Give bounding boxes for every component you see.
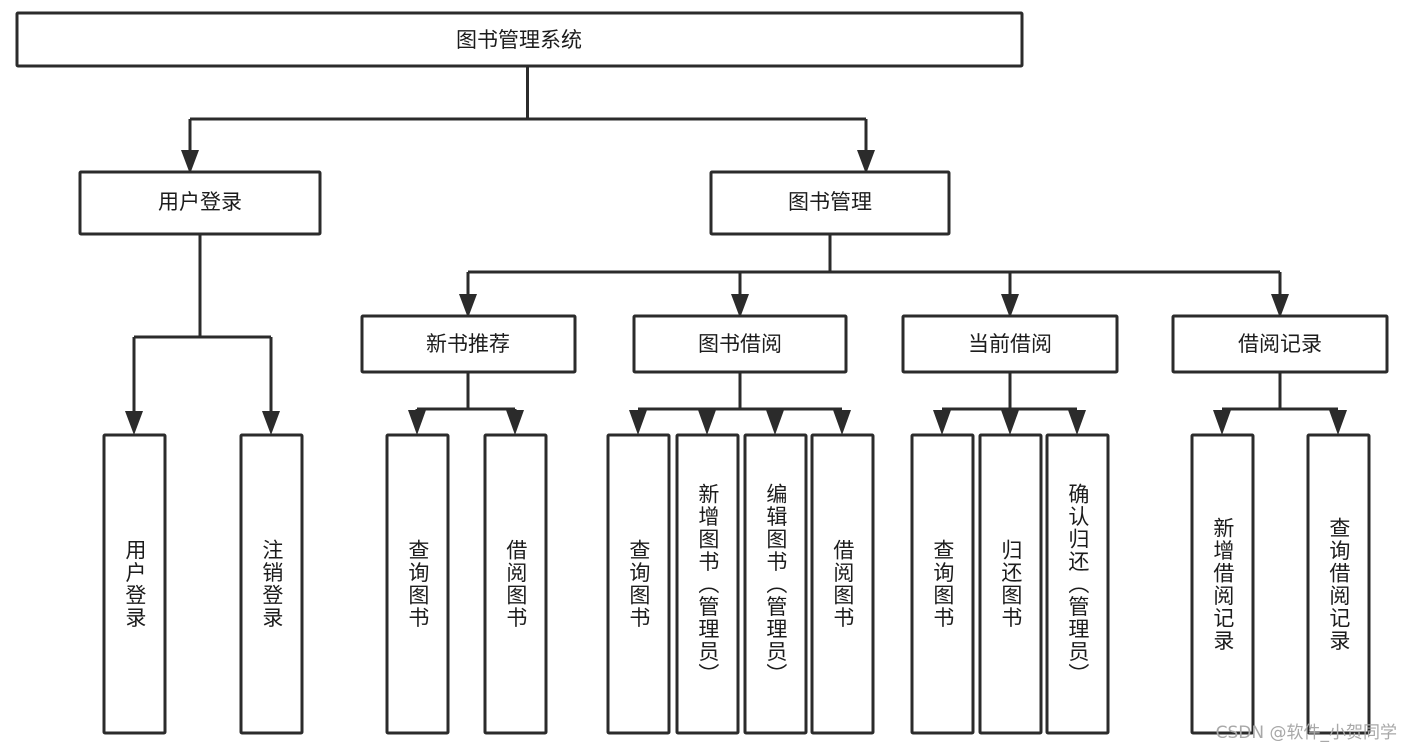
node-borrow-record-label: 借阅记录 <box>1238 332 1322 356</box>
node-user-login-label: 用户登录 <box>158 190 242 214</box>
connector-group-borrowrecord <box>1213 373 1347 435</box>
leaf-bookborrow-query[interactable] <box>606 433 671 735</box>
arrow-bookmgmt-to-newbook <box>459 294 477 318</box>
arrow-borrowrecord-leaf-2 <box>1329 410 1347 435</box>
leaf-newbook-query[interactable] <box>385 433 450 735</box>
node-book-borrow[interactable] <box>632 314 848 374</box>
leaf-newbook-borrow[interactable] <box>483 433 548 735</box>
connector-group-bookborrow <box>629 373 851 435</box>
node-current-borrow[interactable] <box>901 314 1119 374</box>
arrow-bookmgmt-to-borrow <box>731 294 749 318</box>
node-book-borrow-label: 图书借阅 <box>698 332 782 356</box>
arrow-bookborrow-leaf-1 <box>629 410 647 435</box>
arrow-userlogin-leaf-1 <box>125 411 143 435</box>
arrow-bookmgmt-to-record <box>1271 294 1289 318</box>
leaf-user-login-login[interactable] <box>102 433 167 735</box>
node-current-borrow-label: 当前借阅 <box>968 332 1052 356</box>
arrow-borrowrecord-leaf-1 <box>1213 410 1231 435</box>
node-borrow-record[interactable] <box>1171 314 1389 374</box>
connector-group-bookmgmt <box>459 235 1289 318</box>
node-root-book-management-system[interactable] <box>15 11 1024 68</box>
leaf-borrowrecord-query[interactable] <box>1306 433 1371 735</box>
arrow-bookborrow-leaf-3 <box>766 410 784 435</box>
leaf-bookborrow-edit[interactable] <box>743 433 808 735</box>
leaf-bookborrow-borrow[interactable] <box>810 433 875 735</box>
arrow-currentborrow-leaf-3 <box>1068 410 1086 435</box>
arrow-bookmgmt-to-current <box>1001 294 1019 318</box>
arrow-root-to-bookmgmt <box>857 150 875 174</box>
watermark-text: CSDN @软件_小贺同学 <box>1215 723 1397 743</box>
leaf-currentborrow-return[interactable] <box>978 433 1043 735</box>
arrow-bookborrow-leaf-4 <box>833 410 851 435</box>
arrow-root-to-userlogin <box>181 150 199 174</box>
arrow-currentborrow-leaf-1 <box>933 410 951 435</box>
leaf-user-login-logout[interactable] <box>239 433 304 735</box>
connector-group-userlogin <box>125 235 280 435</box>
node-user-login[interactable] <box>78 170 322 236</box>
node-root-label: 图书管理系统 <box>456 28 582 52</box>
arrow-userlogin-leaf-2 <box>262 411 280 435</box>
arrow-newbook-leaf-1 <box>408 410 426 435</box>
node-book-management[interactable] <box>709 170 951 236</box>
leaf-borrowrecord-add[interactable] <box>1190 433 1255 735</box>
node-book-management-label: 图书管理 <box>788 190 872 214</box>
leaf-currentborrow-confirm[interactable] <box>1045 433 1110 735</box>
leaf-currentborrow-query[interactable] <box>910 433 975 735</box>
leaf-bookborrow-add[interactable] <box>675 433 740 735</box>
node-new-book-recommend-label: 新书推荐 <box>426 332 510 356</box>
connector-group-root <box>181 66 875 174</box>
node-new-book-recommend[interactable] <box>360 314 577 374</box>
connector-group-newbook <box>408 373 524 435</box>
arrow-currentborrow-leaf-2 <box>1001 410 1019 435</box>
connector-group-currentborrow <box>933 373 1086 435</box>
arrow-bookborrow-leaf-2 <box>698 410 716 435</box>
arrow-newbook-leaf-2 <box>506 410 524 435</box>
